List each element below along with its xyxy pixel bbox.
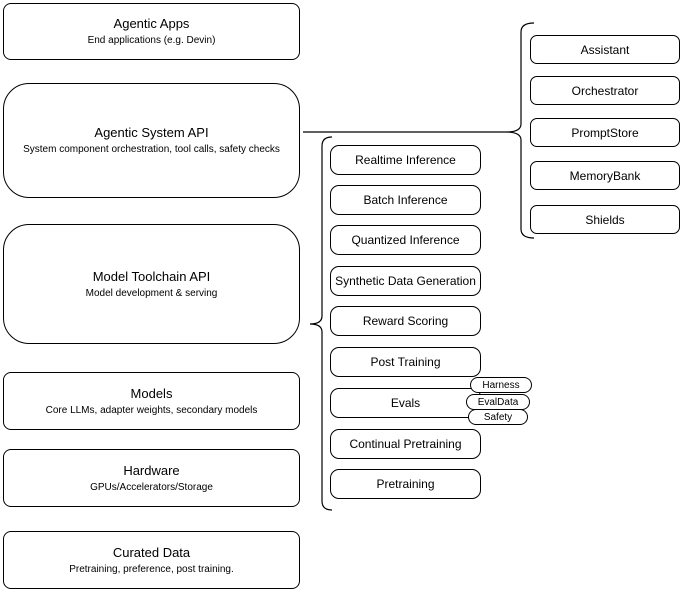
node-subtitle: Core LLMs, adapter weights, secondary mo…: [45, 404, 258, 416]
node-synthetic-data-generation: Synthetic Data Generation: [330, 266, 481, 296]
node-subtitle: GPUs/Accelerators/Storage: [90, 481, 213, 493]
node-agentic-system-api: Agentic System API System component orch…: [3, 83, 300, 198]
node-batch-inference: Batch Inference: [330, 185, 481, 215]
node-title: Models: [130, 385, 173, 401]
tag-safety: Safety: [468, 409, 528, 425]
node-title: Model Toolchain API: [92, 268, 211, 284]
node-curated-data: Curated Data Pretraining, preference, po…: [3, 531, 300, 589]
node-subtitle: Pretraining, preference, post training.: [69, 563, 234, 575]
node-post-training: Post Training: [330, 347, 481, 377]
node-model-toolchain-api: Model Toolchain API Model development & …: [3, 224, 300, 344]
node-reward-scoring: Reward Scoring: [330, 306, 481, 336]
node-hardware: Hardware GPUs/Accelerators/Storage: [3, 449, 300, 507]
node-title: Agentic System API: [94, 125, 209, 140]
node-quantized-inference: Quantized Inference: [330, 225, 481, 255]
node-promptstore: PromptStore: [530, 118, 680, 147]
node-subtitle: End applications (e.g. Devin): [87, 35, 216, 46]
node-subtitle: System component orchestration, tool cal…: [23, 144, 280, 155]
node-assistant: Assistant: [530, 35, 680, 64]
tag-harness: Harness: [470, 377, 532, 393]
node-orchestrator: Orchestrator: [530, 76, 680, 105]
node-evals: Evals: [330, 388, 481, 418]
node-pretraining: Pretraining: [330, 469, 481, 499]
node-title: Curated Data: [112, 544, 191, 560]
node-realtime-inference: Realtime Inference: [330, 145, 481, 175]
node-agentic-apps: Agentic Apps End applications (e.g. Devi…: [3, 3, 300, 60]
node-title: Agentic Apps: [113, 16, 190, 31]
node-title: Hardware: [123, 462, 180, 478]
tag-evaldata: EvalData: [466, 394, 530, 410]
node-shields: Shields: [530, 205, 680, 234]
node-continual-pretraining: Continual Pretraining: [330, 429, 481, 459]
toolchain-brace: [309, 136, 333, 511]
node-models: Models Core LLMs, adapter weights, secon…: [3, 372, 300, 430]
node-subtitle: Model development & serving: [85, 287, 218, 299]
components-brace: [505, 22, 535, 239]
node-memorybank: MemoryBank: [530, 161, 680, 190]
